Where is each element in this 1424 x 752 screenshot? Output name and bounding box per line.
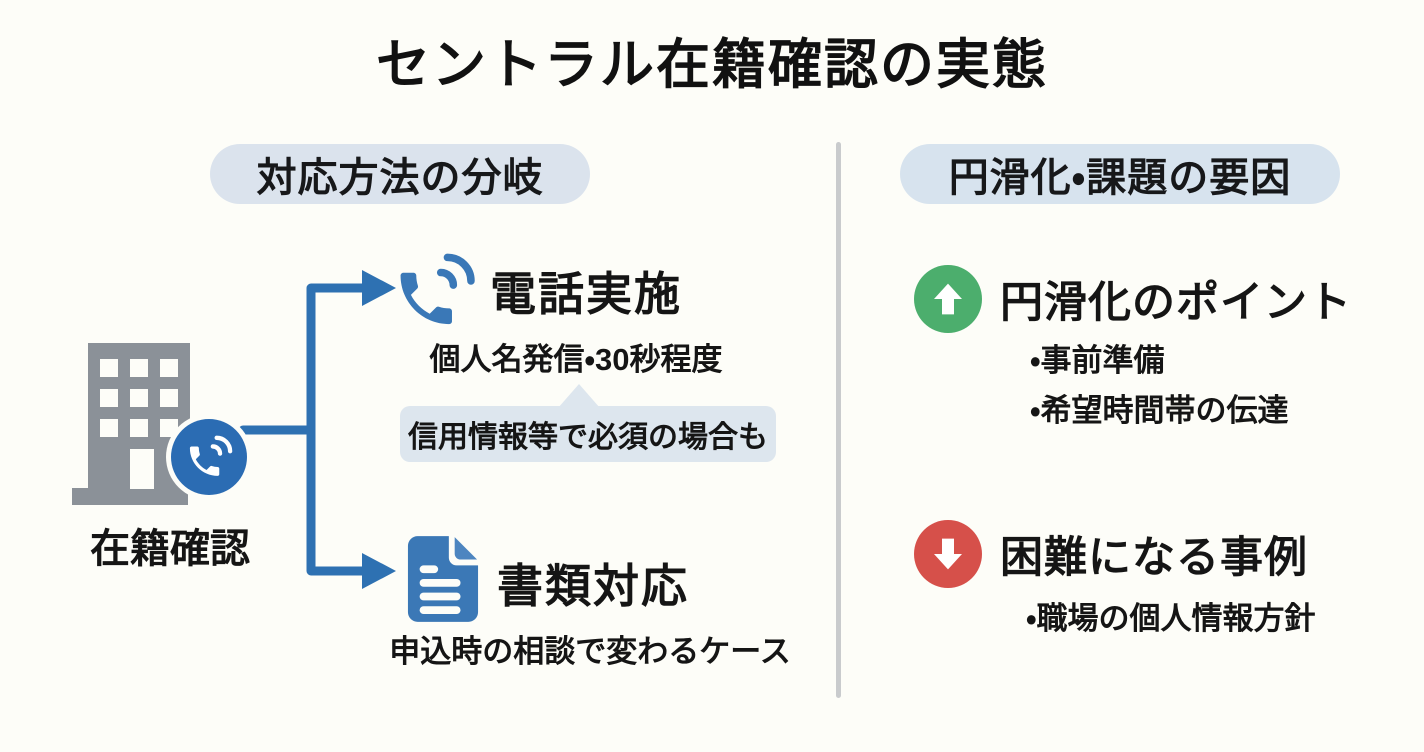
- up-arrow-icon: [914, 265, 982, 333]
- source-label: 在籍確認: [90, 527, 250, 571]
- vertical-divider: [836, 142, 841, 698]
- document-icon: [407, 536, 479, 622]
- down-arrow-icon: [914, 520, 982, 588]
- branch-connector-arrows: [238, 270, 396, 589]
- phone-badge-icon: [171, 419, 247, 495]
- document-branch-title: 書類対応: [497, 560, 689, 612]
- building-icon: [72, 343, 190, 505]
- phone-branch-callout-label: 信用情報等で必須の場合も: [408, 421, 768, 454]
- right-section-header-label: 円滑化・課題の要因: [948, 156, 1292, 200]
- bullet-item: ・職場の個人情報方針: [1026, 601, 1316, 636]
- left-section-header-label: 対応方法の分岐: [256, 156, 544, 200]
- right-section-header: 円滑化・課題の要因: [900, 144, 1340, 204]
- bullet-item: ・事前準備: [1030, 343, 1165, 378]
- phone-icon: [400, 253, 475, 325]
- positive-section-title: 円滑化のポイント: [1000, 279, 1352, 327]
- negative-bullet-list: ・職場の個人情報方針: [1026, 594, 1316, 644]
- positive-bullet-list: ・事前準備 ・希望時間帯の伝達: [1030, 336, 1289, 436]
- callout-pointer: [558, 384, 600, 408]
- page-title: セントラル在籍確認の実態: [376, 35, 1048, 95]
- bullet-item: ・希望時間帯の伝達: [1030, 393, 1289, 428]
- document-branch-subtitle: 申込時の相談で変わるケース: [389, 634, 791, 669]
- phone-branch-callout: 信用情報等で必須の場合も: [400, 384, 776, 462]
- left-section-header: 対応方法の分岐: [210, 144, 590, 204]
- phone-branch-title: 電話実施: [490, 268, 682, 320]
- negative-section-title: 困難になる事例: [1000, 534, 1308, 582]
- phone-branch-subtitle: 個人名発信・30秒程度: [429, 342, 723, 377]
